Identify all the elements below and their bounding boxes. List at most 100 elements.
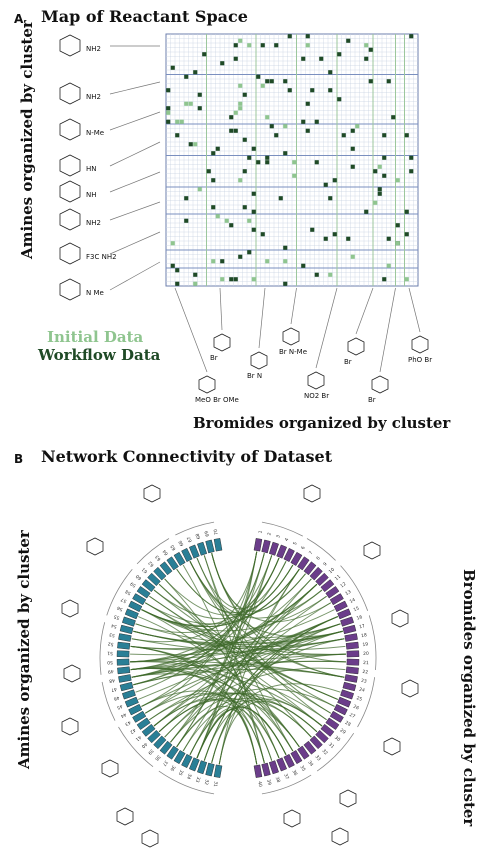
network-edge [133, 623, 341, 644]
bromide-node [342, 624, 357, 635]
bromide-node-number: 32 [320, 748, 328, 756]
workflow-data-cell [377, 191, 382, 196]
amine-cluster-arc [118, 726, 154, 768]
ring-icon [59, 118, 81, 141]
amine-node-number: 43 [124, 719, 132, 727]
amine-node-number: 32 [203, 779, 210, 786]
panel-b-title: Network Connectivity of Dataset [41, 447, 333, 466]
initial-data-cell [166, 110, 171, 115]
legend-initial-data: Initial Data [47, 328, 144, 346]
workflow-data-cell [233, 128, 238, 133]
bromide-node-number: 2 [266, 532, 273, 536]
initial-data-cell [247, 218, 252, 223]
workflow-data-cell [283, 245, 288, 250]
amine-node-number: 62 [147, 560, 155, 568]
bromide-node-number: 1 [258, 530, 264, 534]
amine-node [136, 586, 151, 599]
bromide-node [253, 764, 263, 778]
bromide-node [290, 750, 303, 765]
amine-node [119, 624, 134, 635]
bromide-node [345, 641, 359, 650]
leader-line [408, 287, 421, 333]
amine-node [116, 658, 130, 666]
amine-node [213, 538, 223, 552]
workflow-data-cell [409, 34, 414, 39]
amine-node-number: 31 [212, 781, 219, 788]
bromide-structure-8: PhO Br [408, 287, 432, 364]
amine-node [118, 674, 132, 683]
bromide-node-number: 16 [356, 614, 363, 622]
leader-line [258, 287, 266, 349]
amine-structure-1: NH2 [59, 34, 160, 57]
panel-a-letter: A [14, 12, 24, 26]
network-edge [196, 557, 287, 610]
bromide-node [337, 608, 352, 620]
bromide-node [320, 723, 335, 737]
network-edge [130, 667, 323, 727]
workflow-data-cell [242, 92, 247, 97]
amine-node [122, 616, 136, 627]
leader-line [109, 171, 161, 193]
bromide-node [253, 538, 263, 552]
bromide-node-number: 37 [282, 773, 290, 781]
bromide-label: Br N [247, 372, 262, 380]
workflow-data-cell [404, 232, 409, 237]
initial-data-cell [350, 254, 355, 259]
bromide-node [346, 650, 360, 658]
workflow-data-cell [184, 74, 189, 79]
bromide-cluster-arc [306, 538, 336, 561]
bromide-node [303, 561, 317, 576]
amine-label: NH2 [86, 219, 101, 227]
workflow-data-cell [251, 191, 256, 196]
leader-line [315, 287, 338, 369]
bromide-node [333, 600, 348, 613]
workflow-data-cell [233, 56, 238, 61]
leader-line [109, 231, 161, 255]
workflow-data-cell [242, 169, 247, 174]
workflow-data-cell [175, 268, 180, 273]
bromide-node [297, 745, 310, 760]
amine-cluster-arc [158, 770, 215, 795]
workflow-data-cell [404, 133, 409, 138]
workflow-data-cell [283, 79, 288, 84]
workflow-data-cell [233, 43, 238, 48]
workflow-data-cell [301, 56, 306, 61]
network-bromide-structure-2 [363, 541, 381, 560]
workflow-data-cell [247, 250, 252, 255]
bromide-node [309, 566, 323, 581]
bromide-label: PhO Br [408, 356, 432, 364]
initial-data-cell [364, 43, 369, 48]
workflow-data-cell [260, 232, 265, 237]
workflow-data-cell [314, 272, 319, 277]
amine-node [173, 750, 186, 765]
amine-label: N-Me [86, 129, 104, 137]
bromide-node-number: 40 [256, 781, 263, 788]
bromide-label: Br [344, 358, 352, 366]
amine-structure-3: N-Me [59, 111, 161, 141]
amine-node-number: 35 [177, 769, 185, 777]
workflow-data-cell [319, 56, 324, 61]
amine-node [189, 544, 200, 559]
network-amine-structure-3 [61, 599, 79, 618]
ring-icon [283, 809, 301, 828]
amine-node [122, 689, 136, 700]
bromide-node [276, 757, 287, 772]
bromide-node-number: 18 [361, 632, 368, 639]
initial-data-cell [215, 214, 220, 219]
initial-data-cell [193, 281, 198, 286]
heatmap-gridlines [166, 34, 418, 286]
workflow-data-cell [188, 142, 193, 147]
amine-node [116, 650, 130, 658]
workflow-data-cell [175, 281, 180, 286]
ring-icon [307, 371, 325, 390]
amine-node-number: 68 [195, 532, 203, 539]
bromide-node-number: 14 [349, 597, 357, 605]
workflow-data-cell [305, 101, 310, 106]
ring-icon [250, 351, 268, 370]
network-edge [164, 667, 346, 738]
amine-node [197, 541, 208, 556]
initial-data-cell [197, 187, 202, 192]
bromide-cluster-arc [261, 774, 312, 795]
initial-data-cell [184, 101, 189, 106]
initial-data-cell [395, 241, 400, 246]
